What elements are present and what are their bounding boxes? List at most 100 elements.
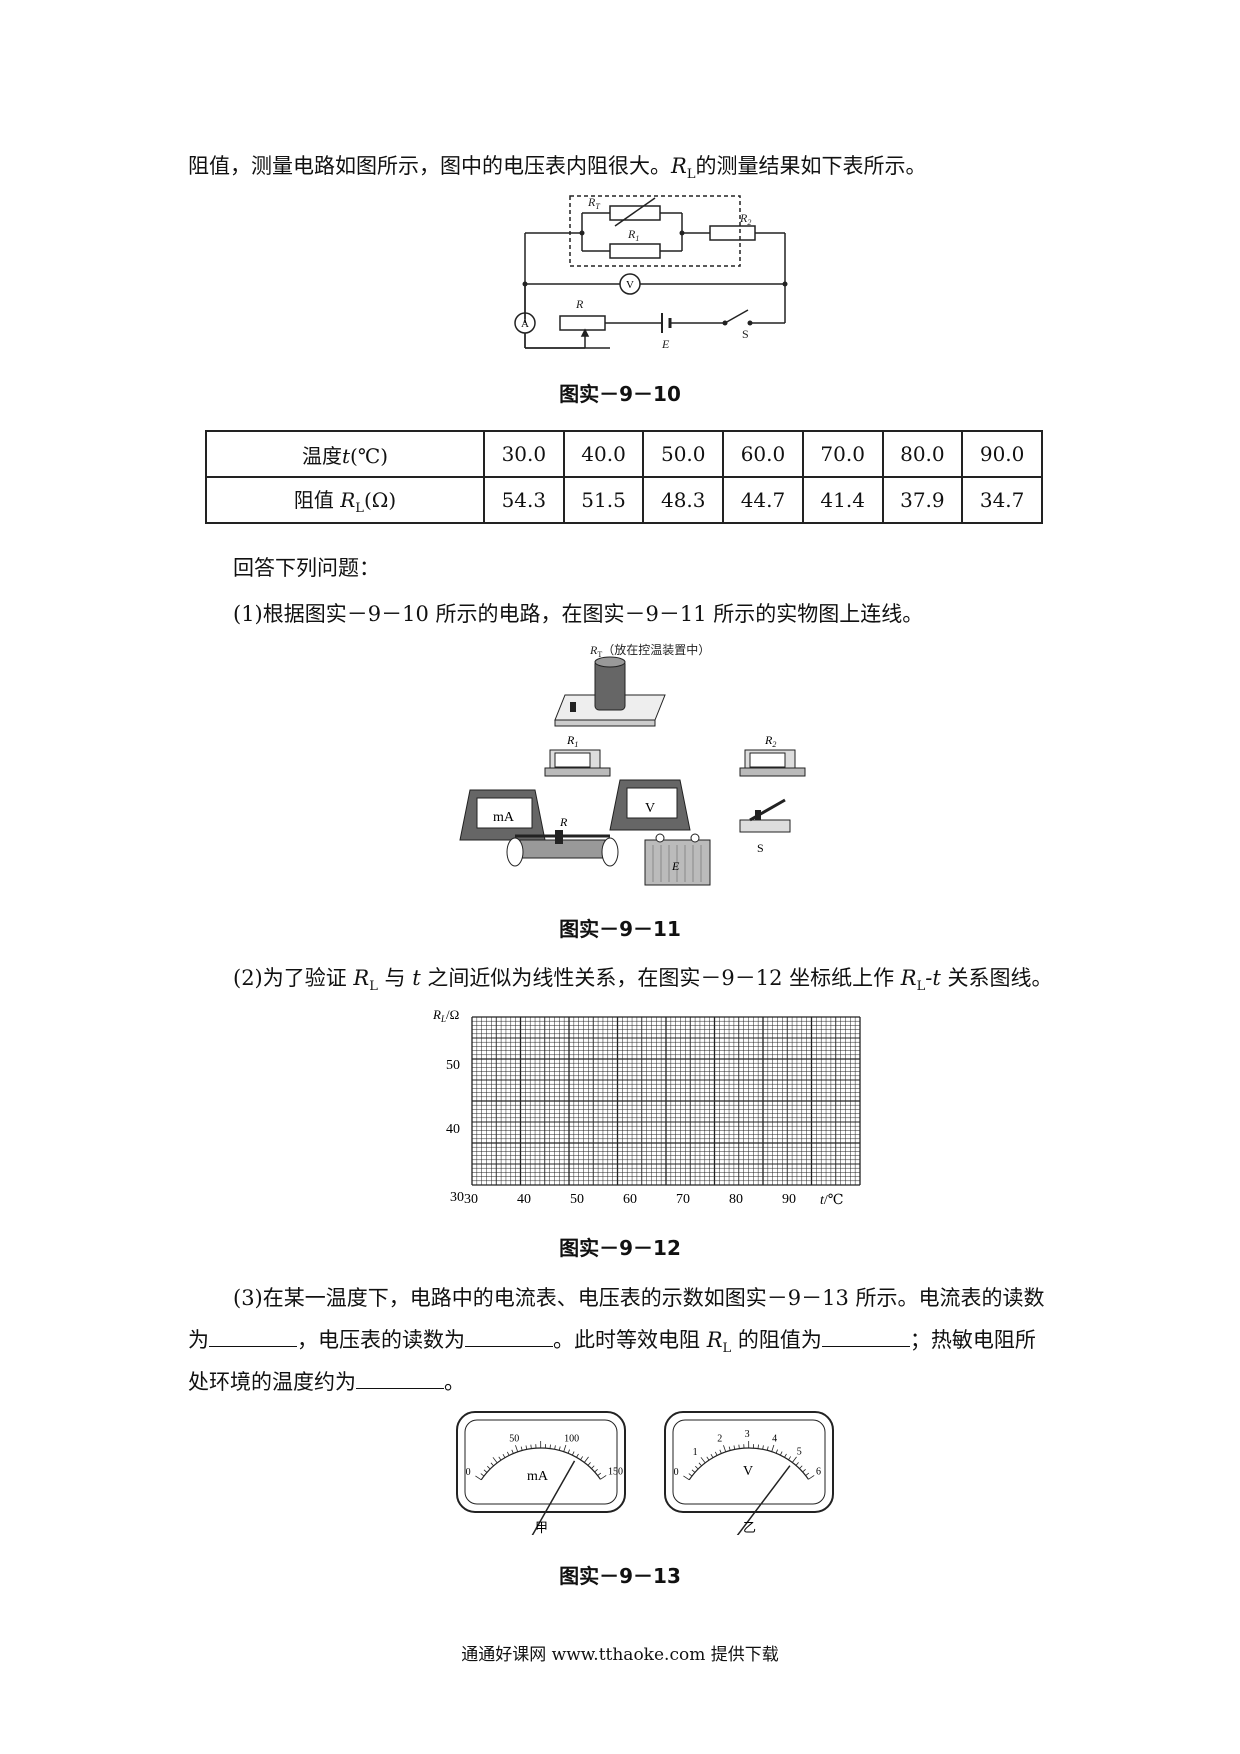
x-tick: 30 [464, 1192, 478, 1207]
switch-label: S [742, 327, 749, 341]
data-table: 温度t(℃) 30.0 40.0 50.0 60.0 70.0 80.0 90.… [205, 430, 1043, 524]
blank-resistance[interactable] [821, 1324, 910, 1347]
milliammeter-unit: mA [527, 1469, 549, 1484]
table-cell: 80.0 [881, 430, 964, 478]
fig13-caption: 图实－9－13 [559, 1564, 681, 1588]
switch-apparatus-label: S [757, 841, 764, 855]
x-tick: 50 [570, 1192, 584, 1207]
rheostat-symbol [559, 315, 606, 331]
r1-apparatus [544, 749, 611, 777]
rt-resistor [609, 205, 661, 221]
question-1: (1)根据图实－9－10 所示的电路，在图实－9－11 所示的实物图上连线。 [233, 602, 924, 626]
table-row-temperature: 温度t(℃) 30.0 40.0 50.0 60.0 70.0 80.0 90.… [205, 430, 1043, 478]
rt-label: RT [587, 195, 600, 211]
voltmeter-unit: V [743, 1464, 753, 1479]
battery-apparatus [644, 833, 711, 886]
dial-tick-label: 4 [772, 1433, 777, 1444]
milliammeter-needle [531, 1460, 576, 1535]
x-tick: 40 [517, 1192, 531, 1207]
question-3-line2: 为，电压表的读数为。此时等效电阻 RL 的阻值为；热敏电阻所 [188, 1320, 1036, 1369]
table-cell: 30.0 [483, 430, 565, 478]
y-tick: 40 [446, 1122, 460, 1137]
r2-label: R2 [739, 211, 751, 227]
rheostat-apparatus [506, 830, 619, 867]
table-cell: 44.7 [722, 476, 804, 524]
dial-tick-label: 2 [717, 1434, 722, 1445]
answer-prompt: 回答下列问题： [233, 556, 380, 580]
dial-tick-label: 5 [797, 1446, 802, 1457]
graph-paper: RL/Ω 50 40 30 30 40 50 60 70 80 90 t/℃ [432, 1007, 861, 1208]
table-cell: 48.3 [642, 476, 725, 524]
row-label-resistance: 阻值 RL(Ω) [205, 476, 485, 524]
dial-tick-label: 100 [564, 1433, 579, 1444]
r1-label: R1 [627, 227, 639, 243]
blank-voltmeter[interactable] [465, 1324, 553, 1347]
r2-resistor [709, 225, 756, 241]
intro-text: 阻值，测量电路如图所示，图中的电压表内阻很大。RL的测量结果如下表所示。 [188, 154, 927, 183]
table-cell: 70.0 [801, 430, 884, 478]
voltmeter-needle [736, 1465, 791, 1535]
table-cell: 34.7 [961, 476, 1043, 524]
x-tick: 60 [623, 1192, 637, 1207]
fig11-caption: 图实－9－11 [559, 917, 681, 941]
blank-ammeter[interactable] [209, 1324, 297, 1347]
rt-apparatus-label: RT（放在控温装置中） [589, 642, 710, 659]
dial-tick-label: 0 [466, 1467, 471, 1478]
r2-apparatus-label: R2 [764, 733, 776, 749]
x-tick: 90 [782, 1192, 796, 1207]
voltmeter-dial: 0 1 2 3 4 5 6 V [664, 1411, 834, 1535]
battery-apparatus-label: E [671, 859, 680, 873]
table-cell: 60.0 [722, 430, 804, 478]
ma-meter-apparatus [459, 789, 546, 841]
y-tick: 30 [450, 1190, 464, 1205]
rheostat-apparatus-label: R [559, 815, 568, 829]
r1-apparatus-label: R1 [566, 733, 578, 749]
table-cell: 54.3 [483, 476, 565, 524]
table-cell: 51.5 [562, 476, 645, 524]
row-label-temperature: 温度t(℃) [205, 430, 485, 478]
r1-resistor [609, 243, 661, 259]
dial-tick-label: 150 [608, 1466, 623, 1477]
dial-tick-label: 3 [745, 1429, 750, 1440]
fig10-caption: 图实－9－10 [559, 382, 681, 406]
dashed-box [569, 195, 741, 267]
x-tick: 70 [676, 1192, 690, 1207]
table-cell: 40.0 [562, 430, 645, 478]
battery-label: E [661, 337, 670, 351]
table-cell: 90.0 [961, 430, 1043, 478]
y-tick: 50 [446, 1058, 460, 1073]
ammeter-letter: A [521, 318, 529, 330]
dial-tick-label: 50 [509, 1434, 519, 1445]
x-axis-label: t/℃ [820, 1193, 843, 1208]
v-meter-apparatus [609, 779, 691, 831]
milliammeter-dial: 0 50 100 150 mA [456, 1411, 626, 1535]
table-row-resistance: 阻值 RL(Ω) 54.3 51.5 48.3 44.7 41.4 37.9 3… [205, 476, 1043, 524]
question-2: (2)为了验证 RL 与 t 之间近似为线性关系，在图实－9－12 坐标纸上作 … [233, 966, 1053, 995]
rheostat-label: R [575, 297, 584, 311]
meter-label-left: 甲 [535, 1520, 548, 1535]
r2-apparatus [739, 749, 806, 777]
dial-tick-label: 0 [674, 1467, 679, 1478]
table-cell: 37.9 [881, 476, 964, 524]
table-cell: 41.4 [801, 476, 884, 524]
grid-lines [471, 1016, 861, 1186]
circuit-diagram: RT R1 R2 R E S V A [514, 195, 788, 351]
dial-tick-label: 6 [816, 1466, 821, 1477]
apparatus-figure: RT（放在控温装置中） R1 R2 mA V S [459, 642, 806, 886]
x-tick: 80 [729, 1192, 743, 1207]
footer: 通通好课网 www.tthaoke.com 提供下载 [461, 1645, 779, 1665]
x-ticks: 30 40 50 60 70 80 90 [464, 1192, 796, 1207]
meter-readings-figure: 0 50 100 150 mA 0 1 2 3 4 5 6 V 甲 乙 [456, 1411, 834, 1535]
switch-apparatus [739, 798, 791, 833]
dial-tick-label: 1 [693, 1447, 698, 1458]
question-3-line1: (3)在某一温度下，电路中的电流表、电压表的示数如图实－9－13 所示。电流表的… [233, 1286, 1045, 1310]
ma-apparatus-label: mA [493, 810, 515, 825]
fig12-caption: 图实－9－12 [559, 1236, 681, 1260]
table-cell: 50.0 [642, 430, 725, 478]
voltmeter-letter: V [626, 279, 634, 291]
question-3-line3: 处环境的温度约为。 [188, 1362, 465, 1402]
meter-label-right: 乙 [743, 1520, 756, 1535]
v-apparatus-label: V [645, 801, 655, 816]
y-axis-label: RL/Ω [432, 1007, 459, 1024]
blank-temperature[interactable] [356, 1366, 444, 1389]
